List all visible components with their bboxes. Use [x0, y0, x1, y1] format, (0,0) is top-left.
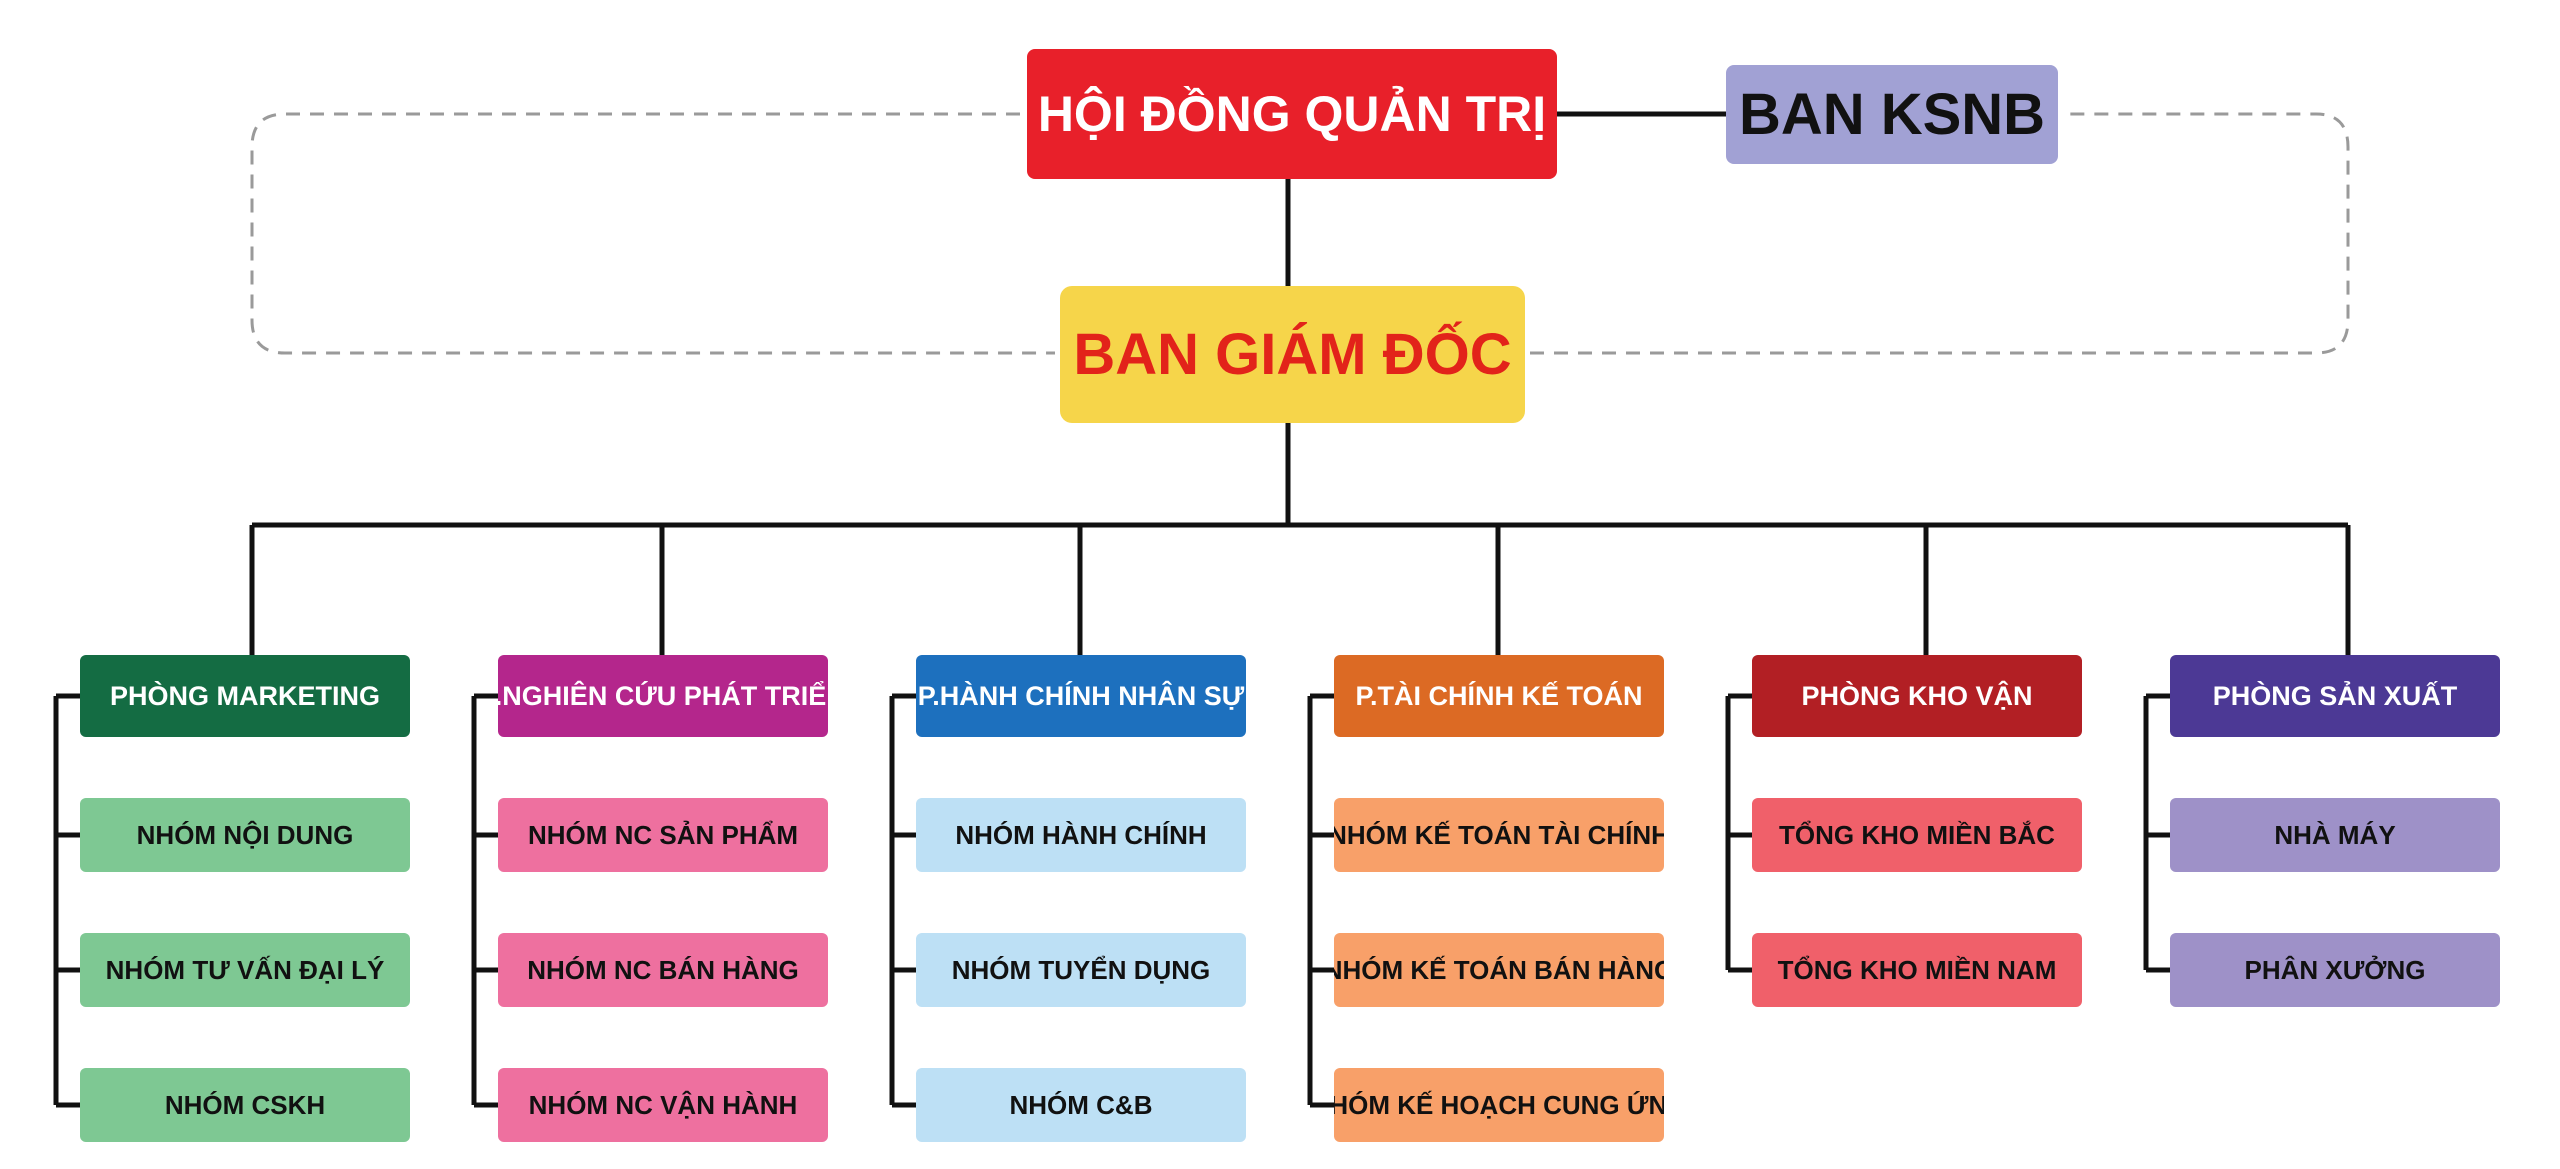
team-box: NHÓM NỘI DUNG — [80, 798, 410, 872]
team-box: NHÓM C&B — [916, 1068, 1246, 1142]
team-label: NHÓM KẾ TOÁN BÁN HÀNG — [1334, 954, 1664, 985]
department-label: P.NGHIÊN CỨU PHÁT TRIỂN — [498, 680, 828, 711]
team-label: NHÓM KẾ TOÁN TÀI CHÍNH — [1334, 819, 1664, 850]
team-label: NHÓM HÀNH CHÍNH — [955, 819, 1207, 850]
team-label: NHÓM NỘI DUNG — [136, 819, 354, 850]
board-of-directors-box: HỘI ĐỒNG QUẢN TRỊ — [1027, 49, 1557, 179]
department-box: P.NGHIÊN CỨU PHÁT TRIỂN — [498, 655, 828, 737]
department-label: PHÒNG KHO VẬN — [1801, 680, 2033, 711]
team-box: NHÓM NC SẢN PHẨM — [498, 798, 828, 872]
department-box: P.TÀI CHÍNH KẾ TOÁN — [1334, 655, 1664, 737]
management-board-label: BAN GIÁM ĐỐC — [1073, 322, 1512, 387]
team-label: NHÓM TUYỂN DỤNG — [951, 954, 1211, 985]
department-label: P.TÀI CHÍNH KẾ TOÁN — [1355, 680, 1643, 711]
team-box: NHÓM NC BÁN HÀNG — [498, 933, 828, 1007]
team-label: TỔNG KHO MIỀN BẮC — [1779, 819, 2055, 850]
team-box: NHÓM CSKH — [80, 1068, 410, 1142]
team-label: PHÂN XƯỞNG — [2244, 954, 2426, 985]
department-box: P.HÀNH CHÍNH NHÂN SỰ — [916, 655, 1246, 737]
dashed-scope-frame — [250, 112, 2350, 355]
team-label: NHÀ MÁY — [2274, 819, 2396, 850]
team-label: NHÓM KẾ HOẠCH CUNG ỨNG — [1334, 1089, 1664, 1120]
department-label: PHÒNG MARKETING — [110, 680, 380, 711]
team-box: NHÓM KẾ HOẠCH CUNG ỨNG — [1334, 1068, 1664, 1142]
department-box: PHÒNG KHO VẬN — [1752, 655, 2082, 737]
internal-control-box: BAN KSNB — [1726, 65, 2058, 164]
team-box: NHÓM TUYỂN DỤNG — [916, 933, 1246, 1007]
team-label: TỔNG KHO MIỀN NAM — [1777, 954, 2057, 985]
board-label: HỘI ĐỒNG QUẢN TRỊ — [1037, 86, 1547, 142]
team-label: NHÓM NC SẢN PHẨM — [527, 819, 799, 850]
internal-control-label: BAN KSNB — [1738, 82, 2046, 147]
team-box: NHÓM HÀNH CHÍNH — [916, 798, 1246, 872]
team-box: NHÓM TƯ VẤN ĐẠI LÝ — [80, 933, 410, 1007]
team-label: NHÓM TƯ VẤN ĐẠI LÝ — [105, 954, 385, 985]
team-box: TỔNG KHO MIỀN BẮC — [1752, 798, 2082, 872]
team-box: PHÂN XƯỞNG — [2170, 933, 2500, 1007]
team-box: NHÀ MÁY — [2170, 798, 2500, 872]
team-label: NHÓM CSKH — [164, 1089, 326, 1120]
team-label: NHÓM NC VẬN HÀNH — [528, 1089, 798, 1120]
team-box: TỔNG KHO MIỀN NAM — [1752, 933, 2082, 1007]
department-label: P.HÀNH CHÍNH NHÂN SỰ — [917, 680, 1245, 711]
team-box: NHÓM NC VẬN HÀNH — [498, 1068, 828, 1142]
team-box: NHÓM KẾ TOÁN BÁN HÀNG — [1334, 933, 1664, 1007]
team-label: NHÓM NC BÁN HÀNG — [527, 954, 799, 985]
management-board-box: BAN GIÁM ĐỐC — [1060, 286, 1525, 423]
department-box: PHÒNG MARKETING — [80, 655, 410, 737]
team-label: NHÓM C&B — [1009, 1089, 1153, 1120]
team-box: NHÓM KẾ TOÁN TÀI CHÍNH — [1334, 798, 1664, 872]
department-box: PHÒNG SẢN XUẤT — [2170, 655, 2500, 737]
department-label: PHÒNG SẢN XUẤT — [2212, 680, 2458, 711]
